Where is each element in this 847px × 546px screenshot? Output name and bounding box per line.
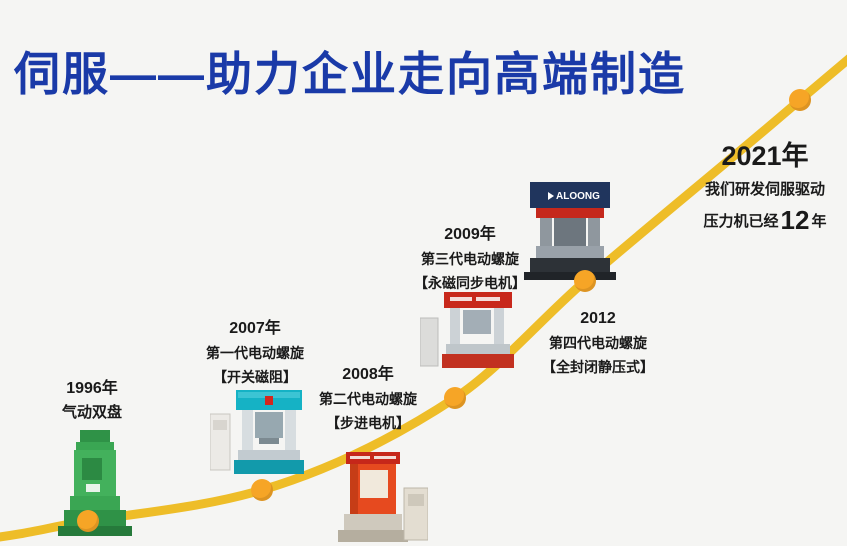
- machine-brand-label: ALOONG: [556, 191, 600, 202]
- machine-photo-2012-screw-press: ALOONG: [524, 182, 616, 280]
- milestone-year: 2008年: [342, 366, 394, 383]
- timeline-marker-2007: [251, 479, 273, 501]
- milestone-year: 1996年: [66, 380, 118, 397]
- timeline-marker-1996: [77, 510, 99, 532]
- machine-photo-2009-screw-press: [420, 292, 514, 368]
- milestone-year: 2012: [580, 310, 616, 327]
- milestone-caption: 【永磁同步电机】: [414, 275, 526, 291]
- milestone-caption: 我们研发伺服驱动: [704, 181, 825, 198]
- years-suffix: 年: [811, 213, 827, 230]
- milestone-year: 2021年: [721, 141, 809, 171]
- milestone-caption: 第三代电动螺旋: [421, 251, 519, 267]
- milestone-caption: 第一代电动螺旋: [206, 345, 304, 361]
- timeline-marker-2012: [574, 270, 596, 292]
- milestone-year: 2007年: [229, 320, 281, 337]
- page-title: 伺服——助力企业走向高端制造: [14, 48, 686, 100]
- milestone-year: 2009年: [444, 226, 496, 243]
- milestone-caption: 气动双盘: [61, 404, 122, 421]
- milestone-2008: 2008年 第二代电动螺旋 【步进电机】: [303, 364, 433, 434]
- milestone-2007: 2007年 第一代电动螺旋 【开关磁阻】: [195, 318, 315, 388]
- milestone-caption: 【全封闭静压式】: [542, 359, 654, 375]
- milestone-2009: 2009年 第三代电动螺旋 【永磁同步电机】: [405, 224, 535, 294]
- milestone-caption: 【开关磁阻】: [213, 369, 297, 385]
- milestone-2012: 2012 第四代电动螺旋 【全封闭静压式】: [528, 308, 668, 378]
- milestone-1996: 1996年 气动双盘: [40, 378, 144, 424]
- timeline-marker-2021: [789, 89, 811, 111]
- timeline-marker-2008: [444, 387, 466, 409]
- milestone-caption: 第四代电动螺旋: [549, 335, 647, 351]
- years-prefix: 压力机已经: [703, 213, 779, 230]
- machine-photo-2007-screw-press: [210, 390, 304, 474]
- machine-photo-2008-screw-press: [338, 452, 428, 542]
- milestone-caption: 第二代电动螺旋: [319, 391, 417, 407]
- milestone-caption: 【步进电机】: [326, 415, 410, 431]
- brand-arrow-icon: [548, 192, 554, 200]
- years-count: 12: [780, 205, 810, 235]
